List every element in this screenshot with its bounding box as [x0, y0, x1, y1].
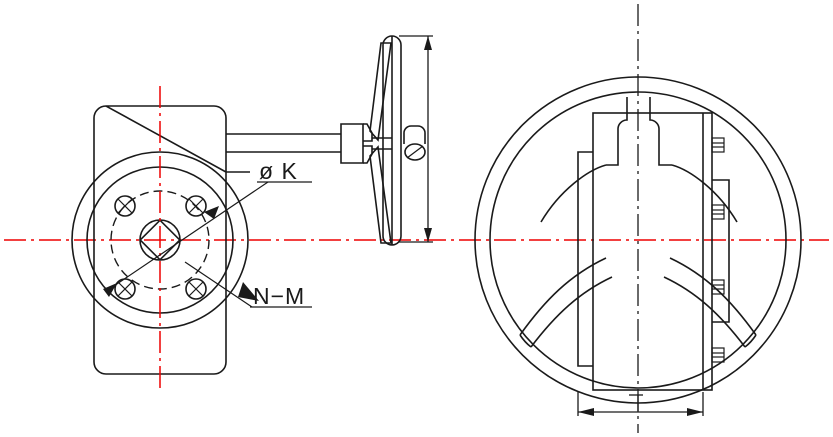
bolt-hole-top-left: [114, 195, 136, 217]
body-bolt-2: [711, 204, 725, 220]
spoke-lower-left-cap: [519, 334, 532, 348]
flange-outer-circle: [71, 151, 249, 329]
center-view-handwheel-side: [340, 35, 433, 246]
spoke-lower-right-outer: [669, 257, 757, 336]
spoke-middle-strip: [372, 137, 392, 150]
spoke-vertical-left: [606, 97, 628, 166]
bolt-hole-top-right: [185, 195, 207, 217]
bolt-hole-bottom-right: [185, 278, 207, 300]
dimension-handwheel-vertical: [399, 35, 433, 243]
spoke-fillet-upper-right: [671, 164, 738, 223]
handwheel-rim-profile: [382, 35, 402, 246]
label-bolt-circle-diameter: ø K: [259, 158, 298, 184]
body-bolt-1: [711, 137, 725, 153]
body-bolt-3: [711, 279, 725, 295]
spoke-upper-profile: [369, 42, 392, 142]
stem-shaft-group: [226, 133, 341, 153]
spoke-lower-left-outer: [519, 257, 607, 336]
spoke-lower-right-cap: [744, 334, 757, 348]
dimension-body-width: [577, 392, 704, 416]
gearbox-body-rect: [592, 112, 713, 391]
gearbox-right-cover: [712, 179, 730, 323]
spoke-lower-right-inner: [663, 276, 746, 348]
right-view-handwheel-front: [474, 4, 802, 433]
spoke-vertical-right: [649, 97, 672, 166]
rim-handle-detail: [403, 125, 426, 161]
handwheel-hub: [340, 123, 364, 164]
body-bolt-4: [711, 347, 725, 363]
spoke-fillet-upper-left: [540, 164, 607, 223]
leader-bolt-circle-diameter: [103, 181, 312, 297]
gearbox-left-flange: [577, 151, 593, 367]
label-bolt-spec: N−M: [253, 283, 305, 309]
leader-bolt-spec: [184, 261, 312, 308]
left-view-body-outline: [93, 105, 250, 375]
bolt-hole-bottom-left: [114, 278, 136, 300]
left-view-group: ø K N−M: [71, 86, 312, 390]
spoke-lower-profile: [369, 145, 392, 244]
center-square-keyway: [139, 219, 181, 261]
spoke-lower-left-inner: [530, 276, 613, 348]
